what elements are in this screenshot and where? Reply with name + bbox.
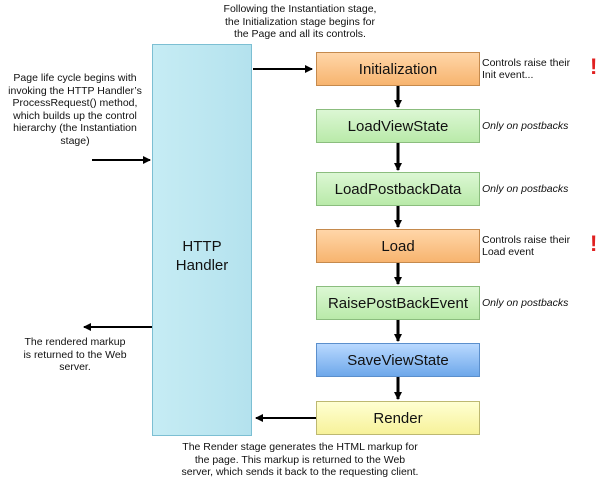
bottom-caption: The Render stage generates the HTML mark… bbox=[181, 441, 419, 478]
http-handler-box: HTTP Handler bbox=[152, 44, 252, 436]
left-caption-rendered-markup: The rendered markup is returned to the W… bbox=[23, 336, 127, 373]
stage-render: Render bbox=[316, 401, 480, 435]
stage-label: Render bbox=[373, 409, 423, 427]
stage-note-raisepostbackevent: Only on postbacks bbox=[482, 296, 569, 309]
stage-note-load: Controls raise their Load event bbox=[482, 233, 571, 259]
stage-label: LoadViewState bbox=[347, 117, 449, 135]
stage-label: SaveViewState bbox=[347, 351, 449, 369]
left-caption-instantiation: Page life cycle begins with invoking the… bbox=[8, 72, 142, 147]
stage-initialization: Initialization bbox=[316, 52, 480, 86]
stage-label: Initialization bbox=[358, 60, 438, 78]
stage-note-loadpostbackdata: Only on postbacks bbox=[482, 182, 569, 195]
stage-loadpostbackdata: LoadPostbackData bbox=[316, 172, 480, 206]
stage-label: Load bbox=[381, 237, 415, 255]
top-caption: Following the Instantiation stage, the I… bbox=[223, 3, 377, 40]
stage-note-initialization: Controls raise their Init event... bbox=[482, 56, 571, 82]
stage-label: RaisePostBackEvent bbox=[327, 294, 469, 312]
stage-saveviewstate: SaveViewState bbox=[316, 343, 480, 377]
stage-label: LoadPostbackData bbox=[334, 180, 462, 198]
http-handler-label: HTTP Handler bbox=[175, 238, 229, 274]
stage-loadviewstate: LoadViewState bbox=[316, 109, 480, 143]
alert-icon: ! bbox=[590, 54, 598, 79]
stage-raisepostbackevent: RaisePostBackEvent bbox=[316, 286, 480, 320]
stage-note-loadviewstate: Only on postbacks bbox=[482, 119, 569, 132]
alert-icon: ! bbox=[590, 231, 598, 256]
stage-load: Load bbox=[316, 229, 480, 263]
